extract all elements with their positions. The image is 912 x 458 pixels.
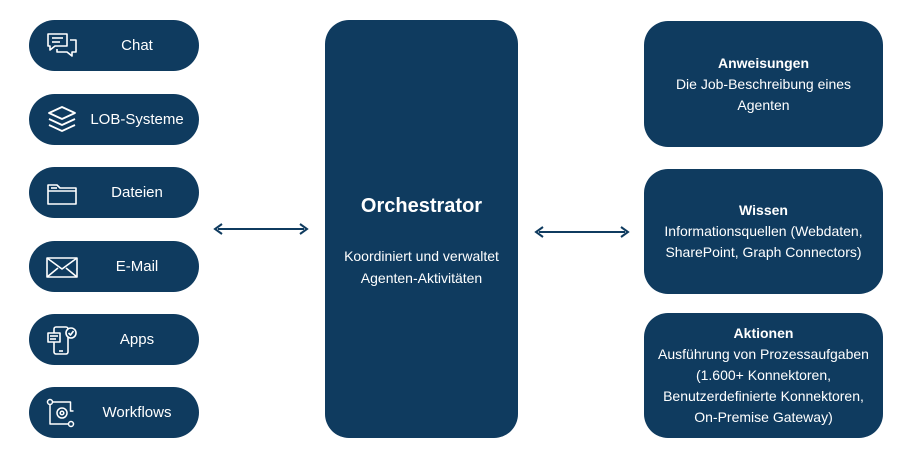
card-line: Benutzerdefinierte Konnektoren,: [663, 388, 864, 404]
mobile-app-icon: [45, 323, 79, 357]
source-label-chat: Chat: [121, 37, 153, 54]
card-line: Die Job-Beschreibung eines: [675, 75, 852, 92]
card-line: On-Premise Gateway): [694, 409, 833, 425]
layers-icon: [45, 103, 79, 137]
orchestrator-title: Orchestrator: [360, 195, 483, 217]
source-chat: Chat: [29, 20, 199, 71]
card-line: Agenten: [737, 96, 790, 113]
source-label-workflows: Workflows: [102, 404, 172, 421]
card-anweisungen: Anweisungen Die Job-Beschreibung eines A…: [644, 21, 883, 147]
orchestrator-desc-line2: Agenten-Aktivitäten: [360, 270, 483, 286]
source-label-apps: Apps: [119, 331, 155, 348]
source-apps: Apps: [29, 314, 199, 365]
mail-icon: [45, 250, 79, 284]
orchestrator-box: Orchestrator Koordiniert und verwaltet A…: [325, 20, 518, 438]
source-email: E-Mail: [29, 241, 199, 292]
card-aktionen: Aktionen Ausführung von Prozessaufgaben …: [644, 313, 883, 438]
card-title-wissen: Wissen: [739, 202, 788, 218]
card-line: SharePoint, Graph Connectors): [665, 244, 862, 260]
card-line: Ausführung von Prozessaufgaben: [658, 346, 869, 362]
orchestrator-description: Koordiniert und verwaltet Agenten-Aktivi…: [331, 245, 512, 289]
orchestrator-desc-line1: Koordiniert und verwaltet: [344, 248, 499, 264]
source-label-lob: LOB-Systeme: [90, 111, 184, 128]
source-label-dateien: Dateien: [111, 184, 163, 201]
card-line: (1.600+ Konnektoren,: [695, 367, 832, 383]
card-line: Informationsquellen (Webdaten,: [664, 223, 863, 239]
chat-icon: [45, 29, 79, 63]
source-label-email: E-Mail: [115, 258, 159, 275]
card-title-aktionen: Aktionen: [733, 325, 794, 341]
card-wissen: Wissen Informationsquellen (Webdaten, Sh…: [644, 169, 883, 294]
left-double-arrow: [213, 223, 309, 235]
source-lob-systeme: LOB-Systeme: [29, 94, 199, 145]
right-double-arrow: [534, 226, 630, 238]
source-workflows: Workflows: [29, 387, 199, 438]
card-title-anweisungen: Anweisungen: [717, 54, 809, 71]
workflow-icon: [45, 396, 79, 430]
source-dateien: Dateien: [29, 167, 199, 218]
folder-icon: [45, 176, 79, 210]
